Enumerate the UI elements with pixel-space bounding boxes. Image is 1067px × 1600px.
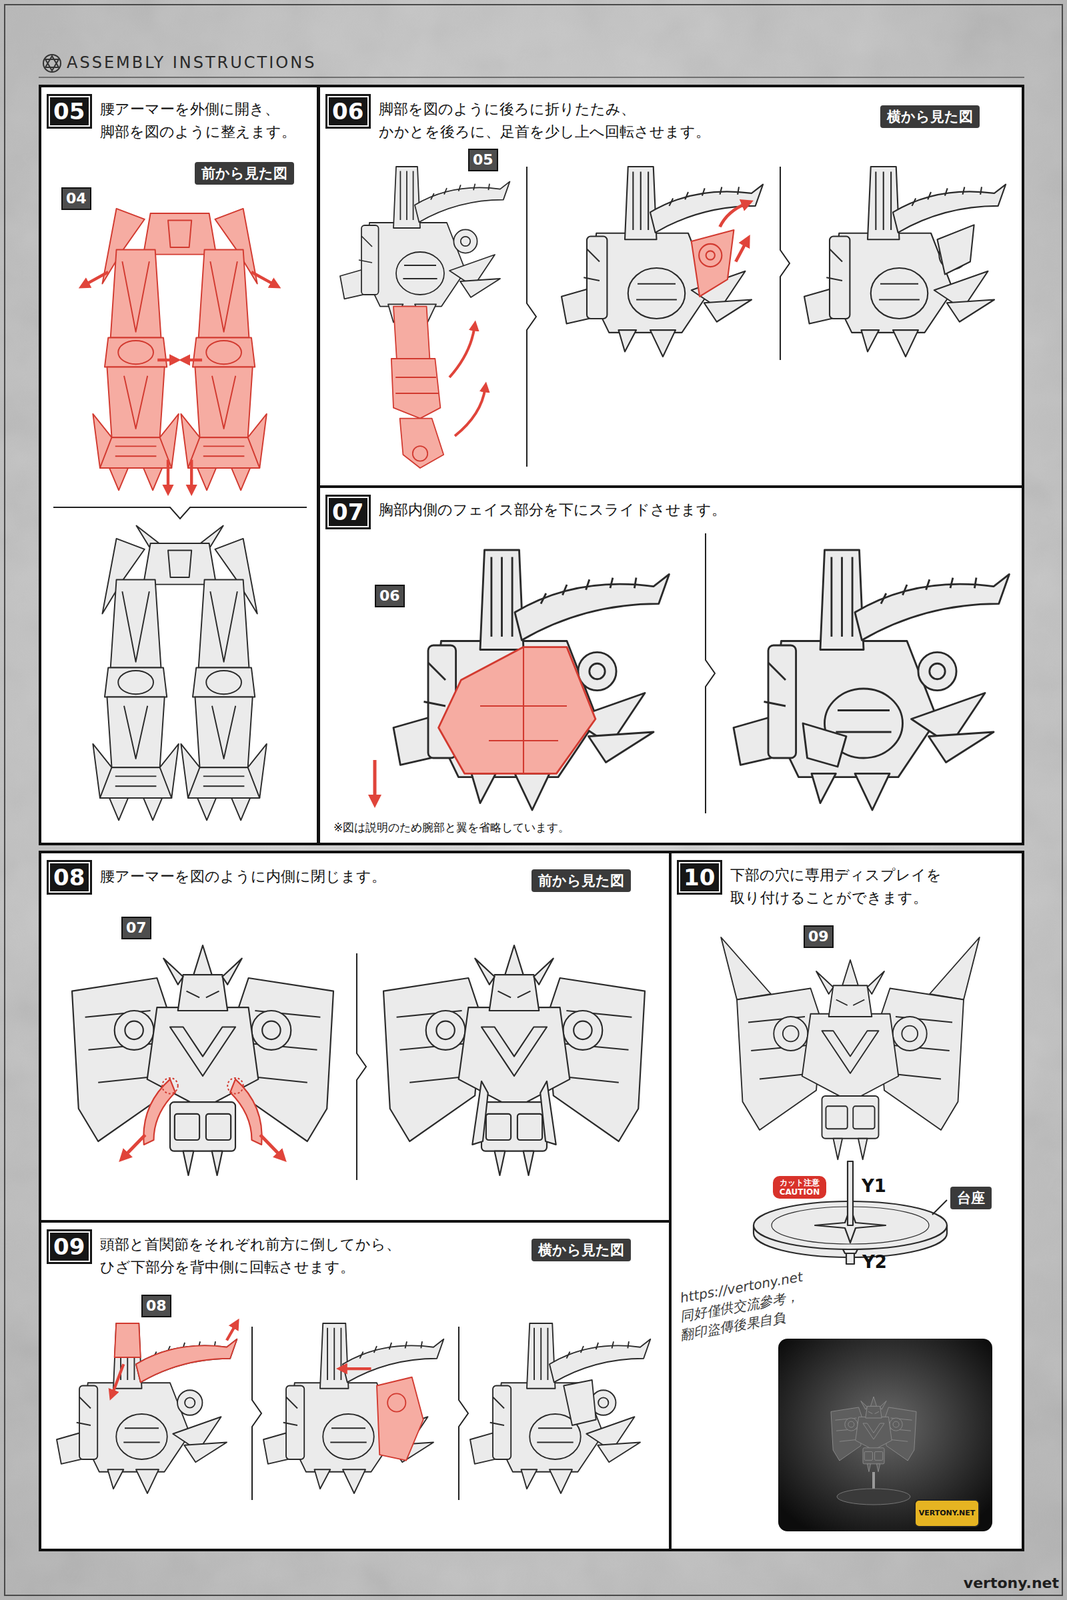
step-06-figures bbox=[340, 166, 1006, 469]
callout-number: 04 bbox=[61, 187, 92, 211]
step-number: 10 bbox=[676, 860, 723, 895]
step-panel: 頭部と首関節をそれぞれ前方に倒してから、 ひざ下部分を背中側に回転させます。 09… bbox=[38, 1220, 672, 1552]
callout-number-text: 06 bbox=[379, 587, 401, 605]
view-tag-text: 横から見た図 bbox=[538, 1240, 625, 1261]
step-number: 08 bbox=[46, 860, 93, 895]
step-panel: 腰アーマーを外側に開き、 脚部を図のように整えます。 05 前から見た図 04 bbox=[38, 84, 320, 846]
part-tag: 台座 bbox=[950, 1187, 992, 1210]
page-title: ASSEMBLY INSTRUCTIONS bbox=[66, 53, 317, 73]
view-tag-text: 前から見た図 bbox=[538, 870, 625, 891]
step-panel: 下部の穴に専用ディスプレイを 取り付けることができます。 10 09 カット注意 CA… bbox=[668, 850, 1025, 1552]
step-number-text: 07 bbox=[332, 498, 365, 526]
instruction-text: 腰アーマーを外側に開き、 脚部を図のように整えます。 bbox=[100, 98, 315, 144]
watermark-badge: VERTONY.NET bbox=[914, 1509, 979, 1519]
step-08-figures bbox=[72, 945, 645, 1181]
callout-number-text: 04 bbox=[66, 190, 87, 208]
callout-number: 06 bbox=[374, 584, 405, 608]
callout-number: 08 bbox=[141, 1295, 172, 1318]
instruction-text: 下部の穴に専用ディスプレイを 取り付けることができます。 bbox=[730, 864, 997, 910]
callout-number-text: 09 bbox=[808, 928, 829, 946]
step-number-text: 05 bbox=[53, 98, 86, 125]
step-number-text: 06 bbox=[332, 98, 365, 125]
watermark: vertony.net bbox=[963, 1575, 1059, 1593]
step-panel: 脚部を図のように後ろに折りたたみ、 かかとを後ろに、足首を少し上へ回転させます。… bbox=[317, 84, 1025, 489]
part-tag-text: 台座 bbox=[956, 1188, 985, 1209]
note-text: ※図は説明のため腕部と翼を省略しています。 bbox=[333, 820, 570, 835]
step-number: 05 bbox=[46, 94, 93, 129]
caution-badge: カット注意 CAUTION bbox=[772, 1176, 827, 1200]
callout-number-text: 07 bbox=[126, 919, 147, 937]
step-number-text: 09 bbox=[53, 1233, 86, 1261]
step-number-text: 10 bbox=[683, 864, 716, 891]
step-number: 09 bbox=[46, 1229, 93, 1265]
callout-number-text: 08 bbox=[146, 1297, 167, 1316]
step-10-figures bbox=[720, 937, 993, 1532]
instruction-text: 腰アーマーを図のように内側に閉じます。 bbox=[100, 865, 501, 889]
view-tag: 前から見た図 bbox=[194, 162, 295, 185]
callout-number-text: 05 bbox=[472, 151, 494, 169]
step-panel: 胸部内側のフェイス部分を下にスライドさせます。 ※図は説明のため腕部と翼を省略して… bbox=[317, 485, 1025, 846]
instruction-text: 胸部内側のフェイス部分を下にスライドさせます。 bbox=[378, 498, 979, 522]
callout-number: 05 bbox=[468, 148, 499, 172]
step-number: 07 bbox=[325, 494, 371, 530]
step-07-figures bbox=[374, 533, 1009, 814]
view-tag: 横から見た図 bbox=[531, 1239, 631, 1262]
step-number: 06 bbox=[325, 94, 371, 129]
step-panel: 腰アーマーを図のように内側に閉じます。 08 前から見た図 07 bbox=[38, 850, 672, 1224]
step-09-figures bbox=[56, 1323, 651, 1501]
view-tag-text: 横から見た図 bbox=[886, 106, 973, 127]
header-icon bbox=[43, 54, 61, 73]
callout-number: 09 bbox=[803, 925, 834, 949]
part-label: Y2 bbox=[862, 1252, 887, 1273]
caution-badge-text: カット注意 CAUTION bbox=[777, 1178, 822, 1198]
view-tag: 横から見た図 bbox=[880, 105, 980, 129]
instruction-text: 脚部を図のように後ろに折りたたみ、 かかとを後ろに、足首を少し上へ回転させます。 bbox=[378, 98, 726, 144]
view-tag: 前から見た図 bbox=[531, 869, 631, 893]
instruction-text: 頭部と首関節をそれぞれ前方に倒してから、 ひざ下部分を背中側に回転させます。 bbox=[100, 1233, 474, 1280]
part-label: Y1 bbox=[861, 1176, 887, 1197]
view-tag-text: 前から見た図 bbox=[201, 163, 288, 184]
step-05-figures bbox=[53, 208, 307, 821]
callout-number: 07 bbox=[121, 916, 152, 940]
step-number-text: 08 bbox=[53, 864, 86, 891]
